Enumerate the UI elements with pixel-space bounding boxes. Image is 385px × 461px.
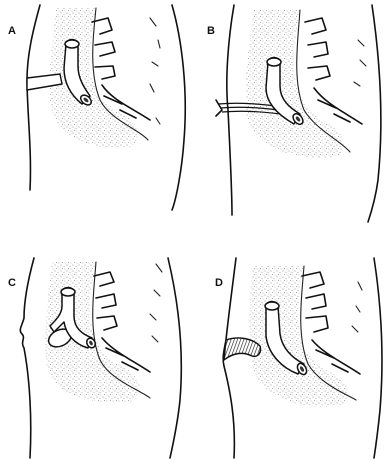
posterior-wall-outline	[168, 258, 181, 458]
intestine-end-top	[267, 58, 281, 66]
panel-label-a: A	[8, 25, 16, 37]
abdominal-wall-outline	[227, 5, 234, 215]
mesentery-stipple	[250, 266, 348, 407]
posterior-ticks	[150, 18, 160, 124]
panel-label-d: D	[215, 277, 223, 289]
panel-d: D	[215, 258, 382, 458]
posterior-wall-outline	[172, 5, 185, 210]
posterior-ticks	[352, 282, 362, 332]
intestine-end-top	[265, 302, 279, 310]
abdominal-wall-outline	[27, 5, 40, 190]
posterior-ticks	[354, 40, 366, 86]
intestine-end-top	[65, 40, 79, 48]
intestine-end-top	[61, 288, 75, 296]
band-attachment	[216, 100, 222, 116]
mesentery-stipple	[246, 10, 344, 158]
posterior-wall-outline	[374, 258, 382, 458]
panel-label-c: C	[8, 277, 16, 289]
panel-b: B	[207, 5, 381, 222]
abdominal-wall-outline	[20, 258, 34, 458]
posterior-wall-outline	[368, 5, 381, 222]
panel-c: C	[8, 258, 181, 458]
panel-label-b: B	[207, 25, 215, 37]
vertebral-outline	[305, 18, 362, 124]
panel-a: A	[8, 5, 185, 210]
posterior-ticks	[150, 264, 162, 342]
